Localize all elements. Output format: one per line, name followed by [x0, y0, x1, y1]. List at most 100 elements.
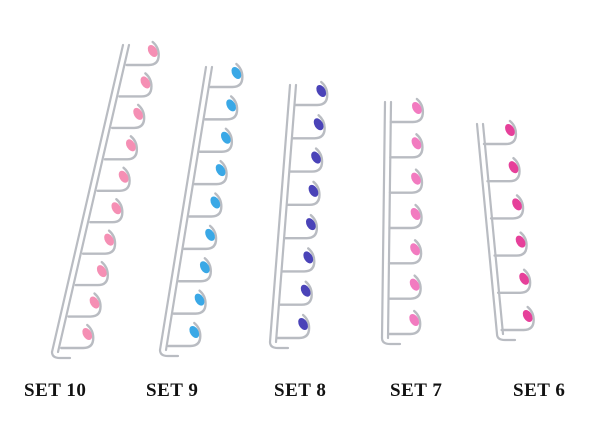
rack-2-rail-right — [164, 65, 214, 352]
set-7-label: SET 7 — [390, 380, 443, 401]
rack-1-hook-8-tip — [96, 265, 107, 278]
rack-2-hook-2-tip — [226, 99, 236, 112]
rack-3-hook-5 — [283, 213, 319, 240]
rack-2-hook-6-tip — [205, 228, 215, 241]
rack-2-hook-2 — [203, 95, 239, 121]
rack-3-hook-2 — [291, 114, 326, 140]
rack-1-hook-6 — [89, 198, 124, 224]
rack-3-rail-left — [268, 83, 292, 344]
rack-2-hook-5-tip — [210, 196, 221, 209]
rack-5-rail-right — [481, 122, 505, 336]
rack-3-hook-6-tip — [303, 251, 314, 264]
rack-4-hook-2-tip — [411, 137, 422, 150]
set-10-label: SET 10 — [24, 380, 87, 401]
set-9-label: SET 9 — [146, 380, 199, 401]
rack-5-hook-4-tip — [515, 235, 526, 248]
rack-4-rail-right — [386, 100, 393, 340]
rack-4-hook-2 — [389, 133, 424, 159]
rack-3-hook-3-tip — [311, 151, 321, 164]
rack-3-hook-8 — [275, 313, 311, 340]
rack-1-hook-4 — [103, 135, 139, 161]
rack-1-hook-7-tip — [104, 233, 114, 246]
rack-1-hook-1 — [125, 40, 160, 67]
rack-1-rail-left — [50, 43, 125, 354]
rack-2-hook-9 — [167, 321, 202, 348]
rack-5-rail-left — [475, 122, 499, 336]
set-6-label: SET 6 — [513, 380, 566, 401]
rack-4-hook-3 — [388, 168, 424, 194]
rack-2-hook-1-tip — [231, 66, 242, 80]
rack-1-hook-10 — [60, 323, 95, 350]
rack-2-hook-8-tip — [194, 293, 205, 306]
rack-2-hook-1 — [209, 62, 244, 89]
rack-5-foot — [495, 332, 517, 342]
rack-3-hook-1-tip — [316, 84, 327, 98]
rack-3-hook-7 — [278, 280, 313, 306]
rack-3-hook-6 — [281, 247, 316, 273]
rack-2-hook-3 — [198, 127, 234, 153]
rack-1-hook-1-tip — [147, 44, 158, 58]
rack-2-hook-9-tip — [189, 325, 200, 339]
rack-5-hook-3 — [489, 194, 525, 220]
rack-4-hook-5 — [387, 239, 423, 265]
rack-1-hook-8 — [74, 260, 109, 287]
rack-5-hook-1-tip — [505, 123, 515, 137]
rack-3-hook-7-tip — [300, 284, 311, 297]
rack-1-hook-2-tip — [140, 76, 151, 89]
rack-3-foot — [268, 340, 290, 350]
rack-4-hook-3-tip — [411, 172, 421, 185]
rack-1-hook-3 — [110, 103, 146, 130]
rack-4-hook-4-tip — [410, 207, 421, 221]
rack-5-hook-4 — [493, 231, 528, 257]
rack-2-hook-6 — [182, 224, 218, 251]
rack-3-hook-4-tip — [308, 184, 319, 197]
rack-3-hook-1 — [294, 80, 329, 107]
rack-2-hook-5 — [188, 192, 223, 218]
rack-1-hook-10-tip — [82, 327, 93, 341]
rack-5-hook-5-tip — [519, 272, 530, 285]
rack-5-hook-6 — [500, 305, 535, 332]
rack-3-hook-2-tip — [313, 118, 324, 131]
rack-5-hook-1 — [482, 119, 518, 146]
rack-4-rail-left — [380, 100, 387, 340]
rack-2-hook-4-tip — [215, 164, 226, 177]
rack-1-hook-2 — [118, 72, 153, 98]
rack-2-hook-8 — [172, 289, 207, 315]
rack-1-hook-6-tip — [111, 202, 122, 215]
rack-3-rail-right — [274, 83, 298, 344]
rack-5-hook-5 — [496, 268, 532, 294]
rack-3-hook-5-tip — [305, 218, 316, 231]
rack-4-hook-5-tip — [410, 243, 420, 256]
set-8-label: SET 8 — [274, 380, 327, 401]
rack-1-hook-9 — [67, 292, 102, 318]
rack-2-hook-3-tip — [220, 131, 231, 144]
rack-1-hook-5 — [96, 166, 131, 192]
rack-1-hook-3-tip — [133, 107, 144, 120]
rack-1-hook-9-tip — [89, 296, 100, 309]
rack-4-foot — [380, 336, 402, 346]
rack-4-hook-6-tip — [409, 278, 420, 291]
rack-4-hook-7-tip — [409, 313, 420, 327]
rack-2-rail-left — [158, 65, 208, 352]
rack-4-hook-1 — [389, 97, 425, 124]
rack-5-hook-3-tip — [512, 198, 522, 211]
rack-3-hook-4 — [286, 180, 321, 207]
rack-4-hook-4 — [388, 203, 423, 230]
rack-1-rail-right — [56, 43, 131, 354]
rack-1-hook-4-tip — [125, 139, 136, 152]
rack-2-hook-7 — [177, 257, 213, 283]
rack-2-foot — [158, 348, 180, 358]
rack-5-hook-2-tip — [508, 161, 519, 174]
rack-3-hook-3 — [288, 147, 324, 173]
rack-2-hook-4 — [193, 159, 228, 186]
rack-1-hook-7 — [81, 229, 117, 255]
rack-5-hook-6-tip — [522, 309, 533, 323]
rack-2-hook-7-tip — [199, 261, 210, 274]
rack-1-foot — [50, 350, 72, 360]
rack-4-hook-1-tip — [411, 101, 422, 115]
rack-1-hook-5-tip — [118, 170, 129, 183]
rack-5-hook-2 — [486, 157, 521, 183]
rack-3-hook-8-tip — [298, 317, 308, 331]
rack-4-hook-6 — [387, 274, 422, 300]
